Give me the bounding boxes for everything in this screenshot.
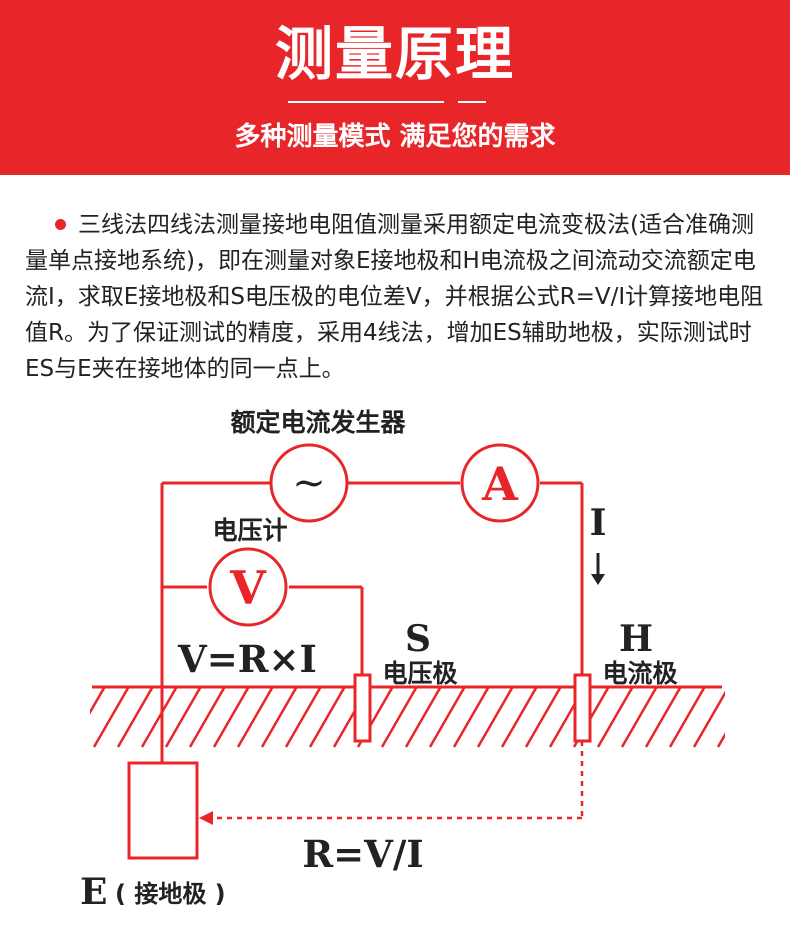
hatch-stroke <box>260 688 298 748</box>
bullet-dot-icon <box>55 218 66 230</box>
hatch-stroke <box>428 688 466 748</box>
current-arrow-icon <box>591 574 605 585</box>
hatch-stroke <box>476 688 514 748</box>
s-letter: S <box>405 618 431 660</box>
ammeter-icon <box>460 443 540 523</box>
hatch-stroke <box>692 690 725 748</box>
formula-v: V=R×I <box>177 637 317 681</box>
title-divider-long <box>288 101 444 103</box>
hatch-stroke <box>452 688 490 748</box>
return-arrow-icon <box>199 811 213 825</box>
h-letter: H <box>619 618 653 660</box>
hatch-stroke <box>644 688 682 748</box>
hatch-stroke <box>92 688 130 748</box>
generator-label: 额定电流发生器 <box>230 408 406 437</box>
hatch-stroke <box>380 688 418 748</box>
formula-r: R=V/I <box>302 832 423 876</box>
hatch-stroke <box>404 688 442 748</box>
hatch-stroke <box>668 688 706 748</box>
measurement-diagram: ~ A V I 额定电流发生器 电压计 V=R×I S 电压极 H 电流极 R=… <box>80 408 776 913</box>
s-label: 电压极 <box>382 659 457 688</box>
description-paragraph: 三线法四线法测量接地电阻值测量采用额定电流变极法(适合准确测量单点接地系统)，即… <box>25 207 775 387</box>
e-letter: E <box>80 871 107 913</box>
hatch-stroke <box>90 688 106 715</box>
hatch-stroke <box>596 688 634 748</box>
voltmeter-label: 电压计 <box>212 516 287 545</box>
voltmeter-symbol: V <box>229 561 267 615</box>
header-banner: 测量原理 多种测量模式 满足您的需求 <box>0 0 790 175</box>
voltmeter-icon <box>208 547 288 627</box>
hatch-stroke <box>116 688 154 748</box>
hatch-stroke <box>212 688 250 748</box>
return-path-dashed <box>212 741 584 820</box>
hatch-stroke <box>500 688 538 748</box>
e-label: ( 接地极 ) <box>115 880 226 908</box>
description-text: 三线法四线法测量接地电阻值测量采用额定电流变极法(适合准确测量单点接地系统)，即… <box>25 212 764 382</box>
hatch-stroke <box>140 688 178 748</box>
page-subtitle: 多种测量模式 满足您的需求 <box>234 122 556 152</box>
hatch-stroke <box>620 688 658 748</box>
current-symbol: I <box>590 502 607 544</box>
hatch-stroke <box>164 688 202 748</box>
title-divider-short <box>458 101 486 103</box>
page-title: 测量原理 <box>274 20 515 88</box>
e-electrode-box <box>127 761 199 860</box>
generator-icon <box>269 443 349 523</box>
ammeter-symbol: A <box>481 457 519 511</box>
hatch-stroke <box>284 688 322 748</box>
hatch-stroke <box>308 688 346 748</box>
hatch-stroke <box>742 688 776 747</box>
hatch-stroke <box>716 732 725 748</box>
ground-hatching <box>90 688 776 748</box>
hatch-stroke <box>524 688 562 748</box>
hatch-stroke <box>188 688 226 748</box>
hatch-stroke <box>236 688 274 748</box>
h-electrode <box>573 673 592 743</box>
circuit-wires <box>160 481 584 763</box>
s-electrode <box>353 673 372 743</box>
h-label: 电流极 <box>602 659 677 688</box>
generator-symbol: ~ <box>292 460 326 506</box>
